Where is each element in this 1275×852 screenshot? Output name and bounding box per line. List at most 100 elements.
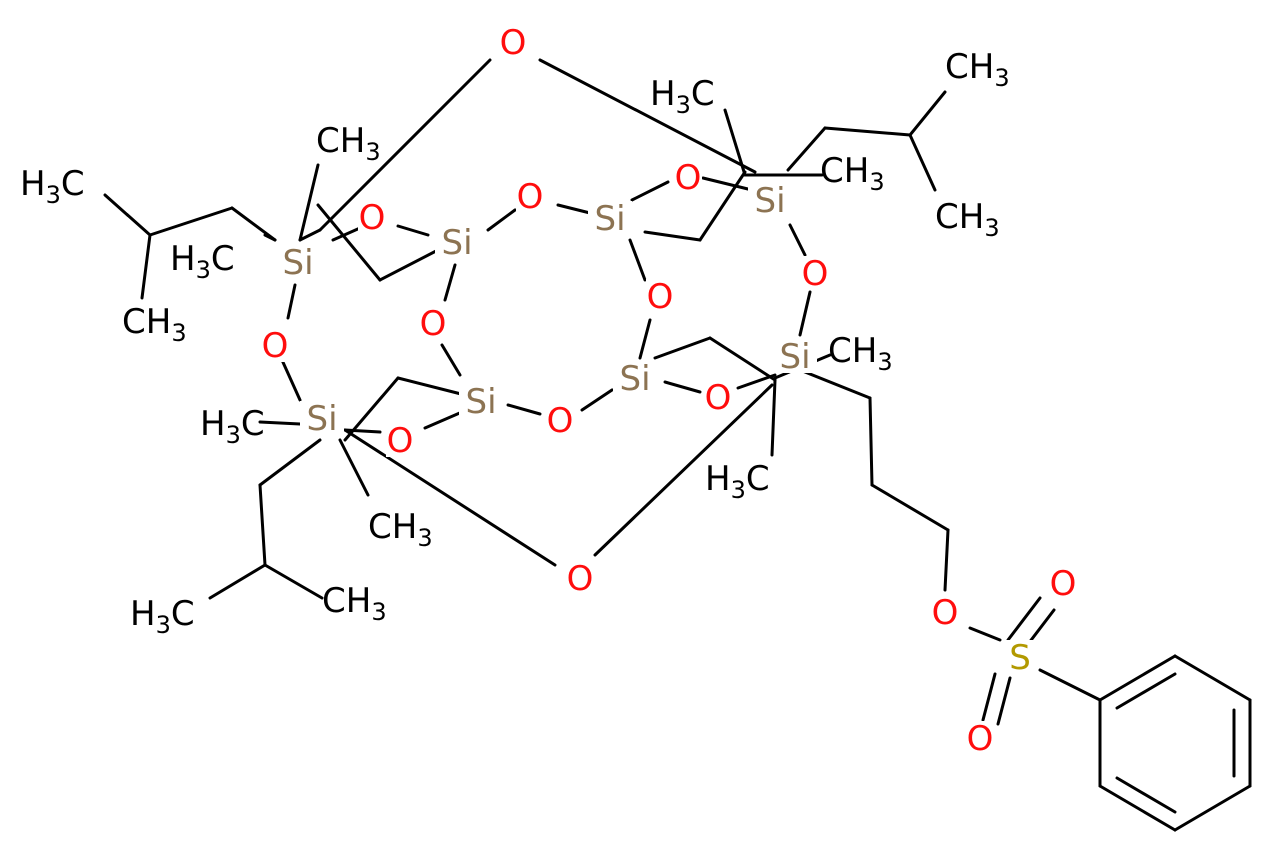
bond (258, 438, 322, 487)
atom-label-s: S (1009, 638, 1031, 678)
bond (868, 396, 874, 487)
atom-label-si: Si (306, 399, 337, 439)
label-bg (646, 279, 674, 313)
bond (630, 180, 670, 202)
label-bg (1006, 640, 1034, 674)
bond (258, 483, 267, 567)
bond (280, 358, 302, 402)
atom-label-si: Si (282, 243, 313, 283)
atom-label-si: Si (779, 337, 810, 377)
bond (1098, 654, 1177, 702)
methyl-label: CH3 (820, 151, 885, 196)
bond (723, 108, 747, 177)
bond (580, 388, 614, 412)
methyl-label: H3C (130, 594, 195, 639)
bond (788, 223, 807, 257)
bond (298, 228, 322, 242)
methyl-label: H3C (200, 404, 265, 449)
label-bg (801, 256, 829, 290)
bond (298, 163, 320, 242)
bond (343, 428, 382, 434)
bond (798, 290, 812, 337)
bond (908, 133, 937, 192)
label-bg (588, 201, 632, 235)
bond (663, 380, 702, 394)
bond (423, 410, 464, 430)
bond (506, 403, 542, 416)
bond (556, 203, 592, 215)
bond (396, 224, 430, 237)
atom-label-o: O (387, 421, 414, 461)
bond (628, 238, 647, 282)
atom-label-o: O (262, 326, 289, 366)
atom-label-si: Si (594, 199, 625, 239)
bond (1038, 668, 1102, 702)
bond (140, 233, 152, 300)
bond (538, 58, 757, 174)
methyl-label: CH3 (368, 507, 433, 552)
atom-label-o: O (705, 378, 732, 418)
bond (230, 206, 277, 242)
label-bg (546, 403, 574, 437)
bond (943, 528, 950, 592)
bond (708, 336, 777, 382)
label-bg (300, 401, 344, 435)
bond (798, 368, 872, 400)
label-bg (966, 721, 994, 755)
bond (643, 230, 702, 242)
atom-label-o: O (547, 401, 574, 441)
atom-label-o: O (567, 559, 594, 599)
bond (1115, 672, 1177, 710)
label-bg (261, 328, 289, 362)
methyl-label: H3C (705, 459, 770, 504)
bond (396, 376, 467, 397)
atom-label-o: O (675, 158, 702, 198)
atom-label-o: O (359, 198, 386, 238)
atom-label-o: O (802, 254, 829, 294)
atom-label-o: O (420, 304, 447, 344)
atom-label-o: O (647, 277, 674, 317)
bond (786, 126, 827, 172)
atom-label-o: O (1050, 564, 1077, 604)
bond (331, 226, 362, 242)
atom-label-o: O (932, 593, 959, 633)
label-bg (459, 384, 503, 418)
bond (318, 58, 492, 232)
bond (996, 676, 1012, 726)
label-bg (704, 380, 732, 414)
bond (770, 378, 777, 457)
methyl-label: CH3 (322, 581, 387, 626)
label-bg (499, 25, 527, 59)
bond (148, 206, 234, 237)
bond (638, 318, 652, 360)
methyl-label: CH3 (945, 47, 1010, 92)
methyl-label: CH3 (316, 121, 381, 166)
bond (1115, 776, 1177, 814)
label-bg (748, 183, 792, 217)
bond (593, 383, 774, 557)
methyl-label: CH3 (935, 197, 1000, 242)
bond (486, 208, 517, 232)
bond (968, 626, 1002, 642)
bond (343, 428, 557, 567)
bond (1173, 654, 1252, 702)
bond (440, 343, 462, 377)
bond (263, 563, 324, 600)
label-bg (613, 361, 657, 395)
bond (103, 193, 152, 237)
bond (1173, 784, 1252, 832)
label-bg (566, 561, 594, 595)
methyl-label: H3C (650, 74, 715, 119)
label-bg (1049, 566, 1077, 600)
bond (981, 672, 997, 722)
atom-label-o: O (967, 719, 994, 759)
bond (316, 203, 382, 282)
bond (1006, 596, 1042, 642)
bond (208, 563, 267, 600)
label-bg (516, 179, 544, 213)
atom-label-si: Si (754, 181, 785, 221)
bond (378, 248, 440, 282)
bond (701, 176, 754, 192)
atom-label-o: O (517, 177, 544, 217)
